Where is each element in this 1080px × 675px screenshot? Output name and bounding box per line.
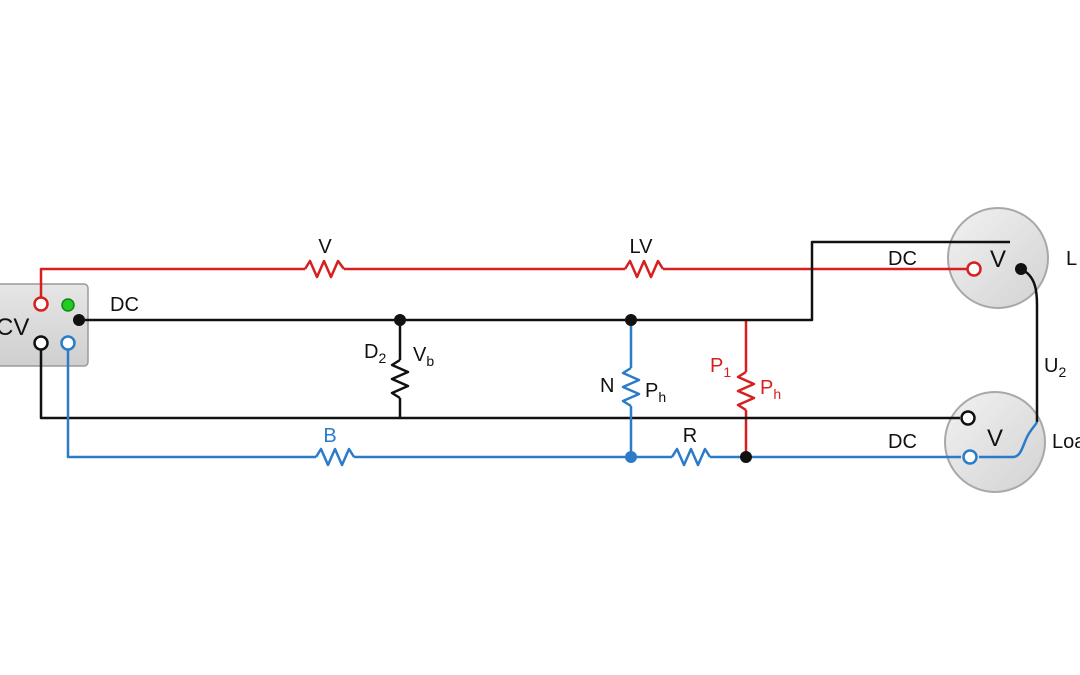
meter-top-dc-label: DC	[888, 248, 917, 270]
black-wire-dc-bus	[79, 240, 1010, 322]
resistor-n-side-sub: h	[658, 389, 666, 405]
resistor-bottom-right	[670, 447, 712, 467]
link-u2-label: U2	[1044, 355, 1066, 380]
source-terminal-blue	[60, 335, 76, 351]
resistor-bottom-left	[314, 447, 356, 467]
junction-dot	[625, 451, 637, 463]
resistor-d2-sub: 2	[378, 350, 386, 366]
resistor-p1-side-sub: h	[773, 386, 781, 402]
junction-dots	[73, 263, 1027, 463]
junction-dot	[740, 451, 752, 463]
junction-dot	[1015, 263, 1027, 275]
resistor-top-left	[303, 259, 345, 279]
resistor-top-left-label: V	[318, 236, 332, 258]
resistor-p1-sub: 1	[723, 364, 731, 380]
link-u2-sub: 2	[1058, 364, 1066, 380]
resistor-p1	[736, 370, 756, 412]
meter-top-side-label: L	[1066, 248, 1077, 270]
resistor-p1-main: P	[710, 355, 723, 377]
meter-top	[947, 207, 1049, 309]
meter-bottom-terminal-black	[960, 410, 976, 426]
resistor-bottom-left-label: B	[323, 425, 336, 447]
terminals	[33, 261, 982, 465]
red-wire-top	[39, 267, 305, 304]
red-wires	[39, 259, 968, 457]
resistor-n-label: N	[600, 375, 614, 397]
resistor-top-right	[623, 259, 665, 279]
resistor-d2	[390, 358, 410, 400]
black-wire-return	[39, 343, 960, 420]
meter-bottom-symbol: V	[987, 425, 1003, 452]
source-label: CV	[0, 314, 29, 341]
meter-top-terminal-red	[966, 261, 982, 277]
resistor-p1-side-label: Ph	[760, 377, 781, 402]
source-dc-label: DC	[110, 294, 139, 316]
resistor-d2-main: D	[364, 341, 378, 363]
junction-dot	[625, 314, 637, 326]
source-status-led	[61, 298, 75, 312]
junction-dot	[394, 314, 406, 326]
resistor-d2-label: D2	[364, 341, 386, 366]
junction-dot	[73, 314, 85, 326]
meter-bottom-terminal-blue	[962, 449, 978, 465]
resistor-bottom-right-label: R	[683, 425, 697, 447]
resistor-d2-side-sub: b	[426, 353, 434, 369]
resistor-n-side-main: P	[645, 380, 658, 402]
meter-bottom-dc-label: DC	[888, 431, 917, 453]
resistor-n-side-label: Ph	[645, 380, 666, 405]
resistor-n	[621, 366, 641, 408]
link-u2-main: U	[1044, 355, 1058, 377]
resistor-p1-side-main: P	[760, 377, 773, 399]
meter-top-symbol: V	[990, 246, 1006, 273]
source-terminal-black	[33, 335, 49, 351]
source-terminal-red	[33, 296, 49, 312]
resistor-d2-side-label: Vb	[413, 344, 434, 369]
blue-wire-meter-hook	[979, 421, 1039, 459]
meter-bottom-side-label: Loa	[1052, 431, 1080, 453]
resistor-d2-side-main: V	[413, 344, 427, 366]
blue-wire-start	[66, 343, 316, 459]
resistor-p1-label: P1	[710, 355, 731, 380]
resistor-top-right-label: LV	[630, 236, 654, 258]
